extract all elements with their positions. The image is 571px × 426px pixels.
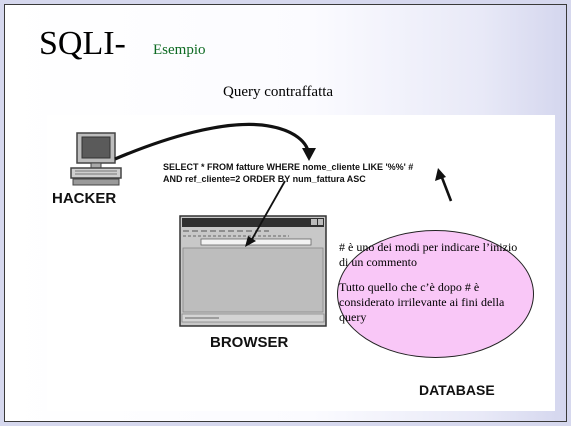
callout-text-1: # è uno dei modi per indicare l’inizio d… bbox=[339, 240, 518, 269]
slide-caption: Query contraffatta bbox=[223, 84, 334, 100]
callout-pointer-arrow bbox=[439, 174, 453, 202]
database-label: DATABASE bbox=[419, 382, 495, 398]
computer-icon bbox=[70, 132, 122, 186]
query-line-2: AND ref_cliente=2 ORDER BY num_fattura A… bbox=[163, 174, 366, 184]
hacker-label: HACKER bbox=[52, 190, 117, 207]
browser-label: BROWSER bbox=[210, 334, 289, 351]
query-to-browser-arrowhead bbox=[245, 236, 256, 247]
arrows-layer bbox=[114, 122, 453, 247]
query-line-1: SELECT * FROM fatture WHERE nome_cliente… bbox=[163, 162, 414, 172]
hacker-to-query-arrow bbox=[114, 122, 311, 161]
hacker-to-query-arrowhead bbox=[302, 148, 316, 161]
slide-title: SQLI- bbox=[39, 25, 126, 62]
callout-text-2: Tutto quello che c’è dopo # è considerat… bbox=[339, 280, 505, 324]
callout-bubble bbox=[337, 230, 534, 358]
slide-subtitle: Esempio bbox=[153, 42, 206, 58]
callout-pointer-arrowhead bbox=[435, 168, 446, 181]
query-to-browser-arrow bbox=[250, 180, 286, 242]
slide: SQLI- Esempio Query contraffatta HACKER … bbox=[4, 4, 567, 422]
browser-window-icon bbox=[179, 215, 327, 327]
